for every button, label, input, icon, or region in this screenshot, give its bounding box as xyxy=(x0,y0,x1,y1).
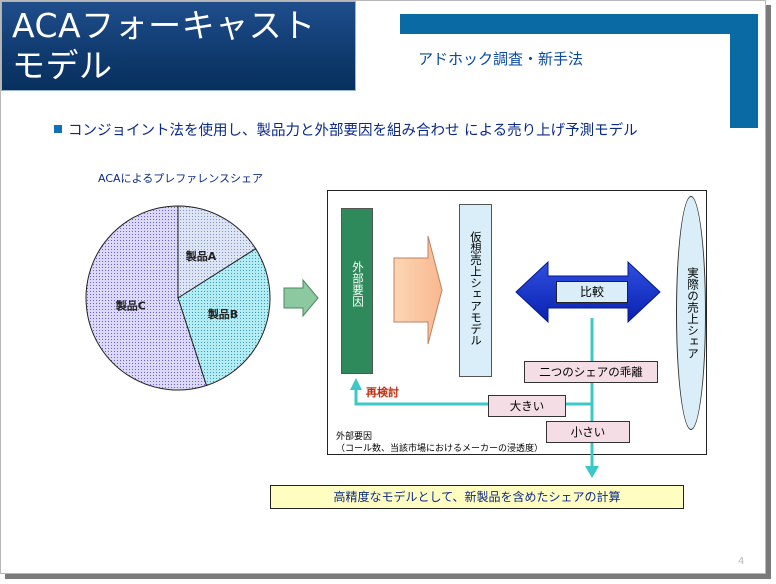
external-factor-label: 外部要因 xyxy=(351,261,365,307)
bullet-square-icon xyxy=(54,125,62,133)
actual-share-ellipse: 実際の売上シェア xyxy=(676,196,706,430)
result-box: 高精度なモデルとして、新製品を含めたシェアの計算 xyxy=(270,485,684,509)
flow-arrow-icon xyxy=(283,278,319,318)
pie-title: ACAによるプレファレンスシェア xyxy=(98,172,263,185)
external-factor-note: 外部要因 （コール数、当該市場におけるメーカーの浸透度） xyxy=(336,431,543,455)
header-bar xyxy=(400,14,758,34)
result-arrowhead-icon xyxy=(585,466,599,478)
compare-label: 比較 xyxy=(556,281,628,303)
large-box: 大きい xyxy=(488,395,566,417)
bullet-text: コンジョイント法を使用し、製品力と外部要因を組み合わせ による売り上げ予測モデル xyxy=(68,123,638,139)
gap-box: 二つのシェアの乖離 xyxy=(524,361,658,383)
slide-title-line-2: モデル xyxy=(12,46,113,85)
title-banner: ACAフォーキャスト モデル xyxy=(1,1,356,91)
pie-slice-a xyxy=(177,205,257,299)
pie-slice-b-label: 製品B xyxy=(207,307,238,321)
virtual-share-model-box: 仮想売上シェアモデル xyxy=(459,204,492,377)
note-line-2: （コール数、当該市場におけるメーカーの浸透度） xyxy=(336,444,544,454)
small-box: 小さい xyxy=(546,421,630,443)
recheck-arrowhead-icon xyxy=(350,378,362,390)
note-line-1: 外部要因 xyxy=(336,432,373,442)
pie-slice-c-label: 製品C xyxy=(115,298,146,312)
slide-title-line-1: ACAフォーキャスト xyxy=(12,6,316,45)
header-label: アドホック調査・新手法 xyxy=(418,50,584,68)
slide-title: ACAフォーキャスト モデル xyxy=(12,6,352,86)
pie-chart: 製品A 製品B 製品C xyxy=(85,205,271,391)
pie-slice-b xyxy=(177,248,271,387)
pie-slice-a-label: 製品A xyxy=(185,249,217,263)
actual-share-label: 実際の売上シェア xyxy=(686,267,700,359)
page-number: 4 xyxy=(738,556,745,567)
model-arrow-icon xyxy=(393,235,443,345)
pie-slice-c xyxy=(85,205,208,391)
header-side-bar xyxy=(730,14,758,128)
virtual-share-model-label: 仮想売上シェアモデル xyxy=(469,231,483,346)
external-factor-box: 外部要因 xyxy=(341,208,373,374)
recheck-label: 再検討 xyxy=(366,386,399,399)
